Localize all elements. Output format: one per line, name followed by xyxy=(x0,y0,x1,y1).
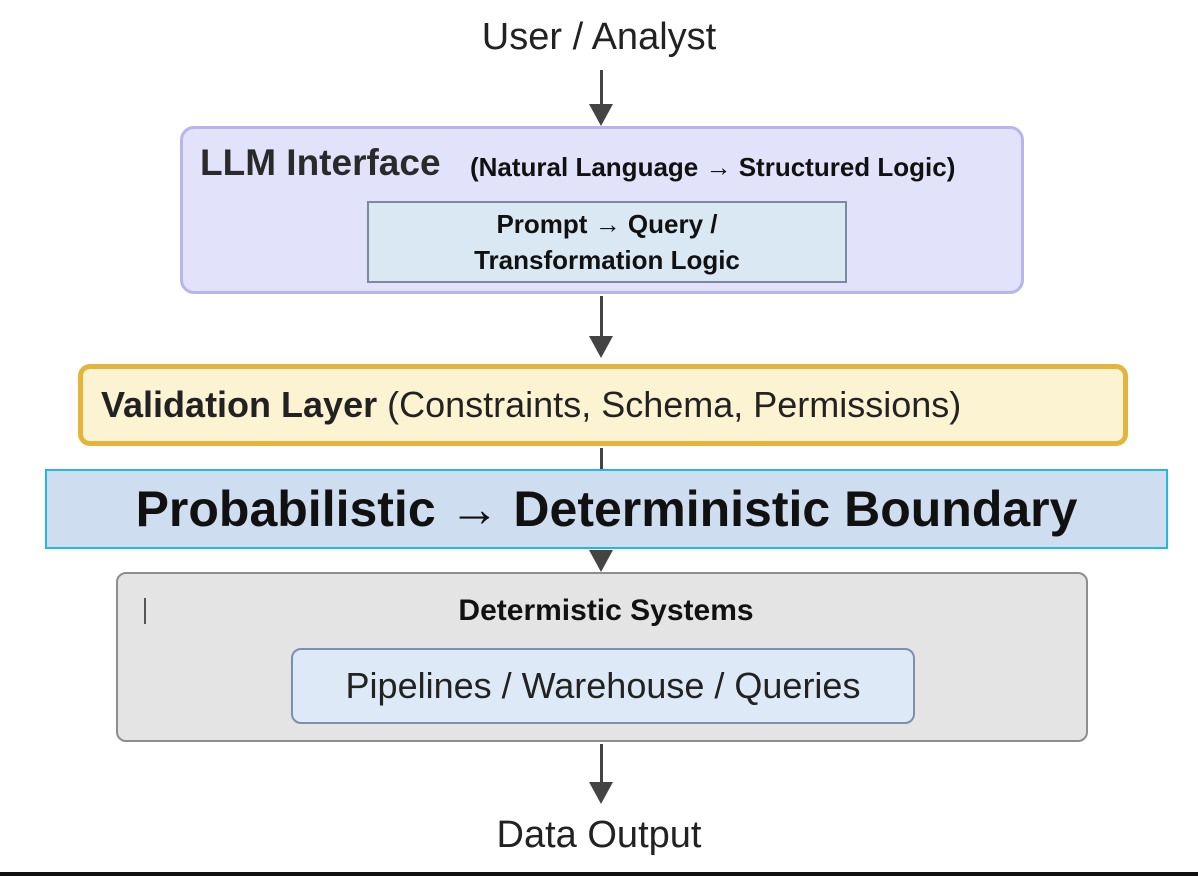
arrow-down-icon xyxy=(589,550,613,572)
arrow-down-icon xyxy=(589,336,613,358)
text-cursor xyxy=(144,598,146,624)
validation-layer-detail: (Constraints, Schema, Permissions) xyxy=(387,384,962,425)
pipelines-box: Pipelines / Warehouse / Queries xyxy=(291,648,915,724)
connector-line xyxy=(600,744,603,784)
prompt-query-box: Prompt → Query / Transformation Logic xyxy=(367,201,847,283)
validation-layer-title: Validation Layer xyxy=(101,384,378,425)
prompt-query-line-1: Prompt → Query / xyxy=(496,209,718,239)
boundary-banner: Probabilistic → Deterministic Boundary xyxy=(45,469,1168,549)
deterministic-systems-title: Determistic Systems xyxy=(458,594,754,627)
llm-interface-subtitle: (Natural Language → Structured Logic) xyxy=(470,152,956,182)
bottom-divider xyxy=(0,872,1198,876)
data-output-label: Data Output xyxy=(496,814,702,856)
connector-line xyxy=(600,448,603,470)
validation-layer-box: Validation Layer (Constraints, Schema, P… xyxy=(78,364,1128,446)
connector-line xyxy=(600,296,603,338)
arrow-down-icon xyxy=(589,104,613,126)
arrow-down-icon xyxy=(589,782,613,804)
prompt-query-line-2: Transformation Logic xyxy=(474,245,740,275)
connector-line xyxy=(600,70,603,108)
user-analyst-label: User / Analyst xyxy=(481,16,717,58)
llm-interface-title: LLM Interface xyxy=(200,142,441,183)
